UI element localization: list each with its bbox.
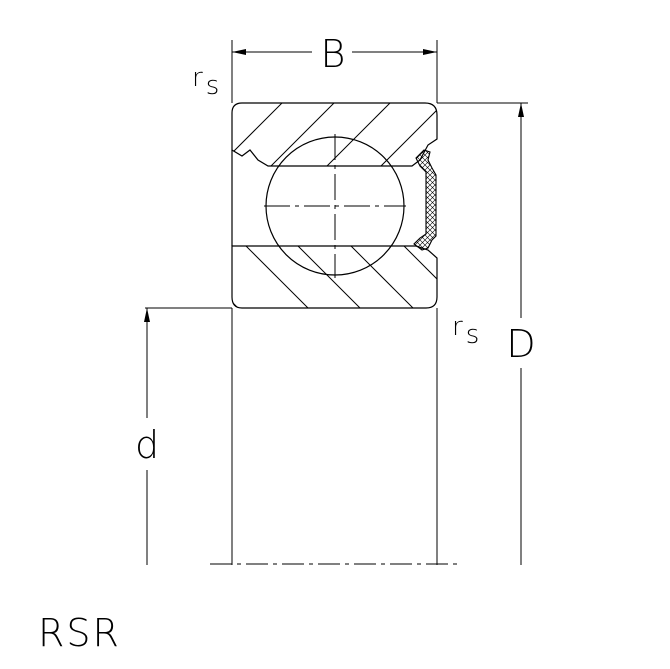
label-d: D <box>506 322 535 366</box>
dimension-d <box>437 102 528 565</box>
designation-label: RSR <box>38 611 121 655</box>
dimension-bore <box>144 307 232 565</box>
label-b: B <box>321 32 346 76</box>
inner-ring-hatching <box>232 246 437 308</box>
label-bore: d <box>135 423 159 467</box>
inner-ring <box>231 245 438 309</box>
dimension-b <box>231 40 438 103</box>
rubber-seal <box>413 149 437 251</box>
ball <box>264 134 406 278</box>
extension-lines <box>210 308 458 565</box>
